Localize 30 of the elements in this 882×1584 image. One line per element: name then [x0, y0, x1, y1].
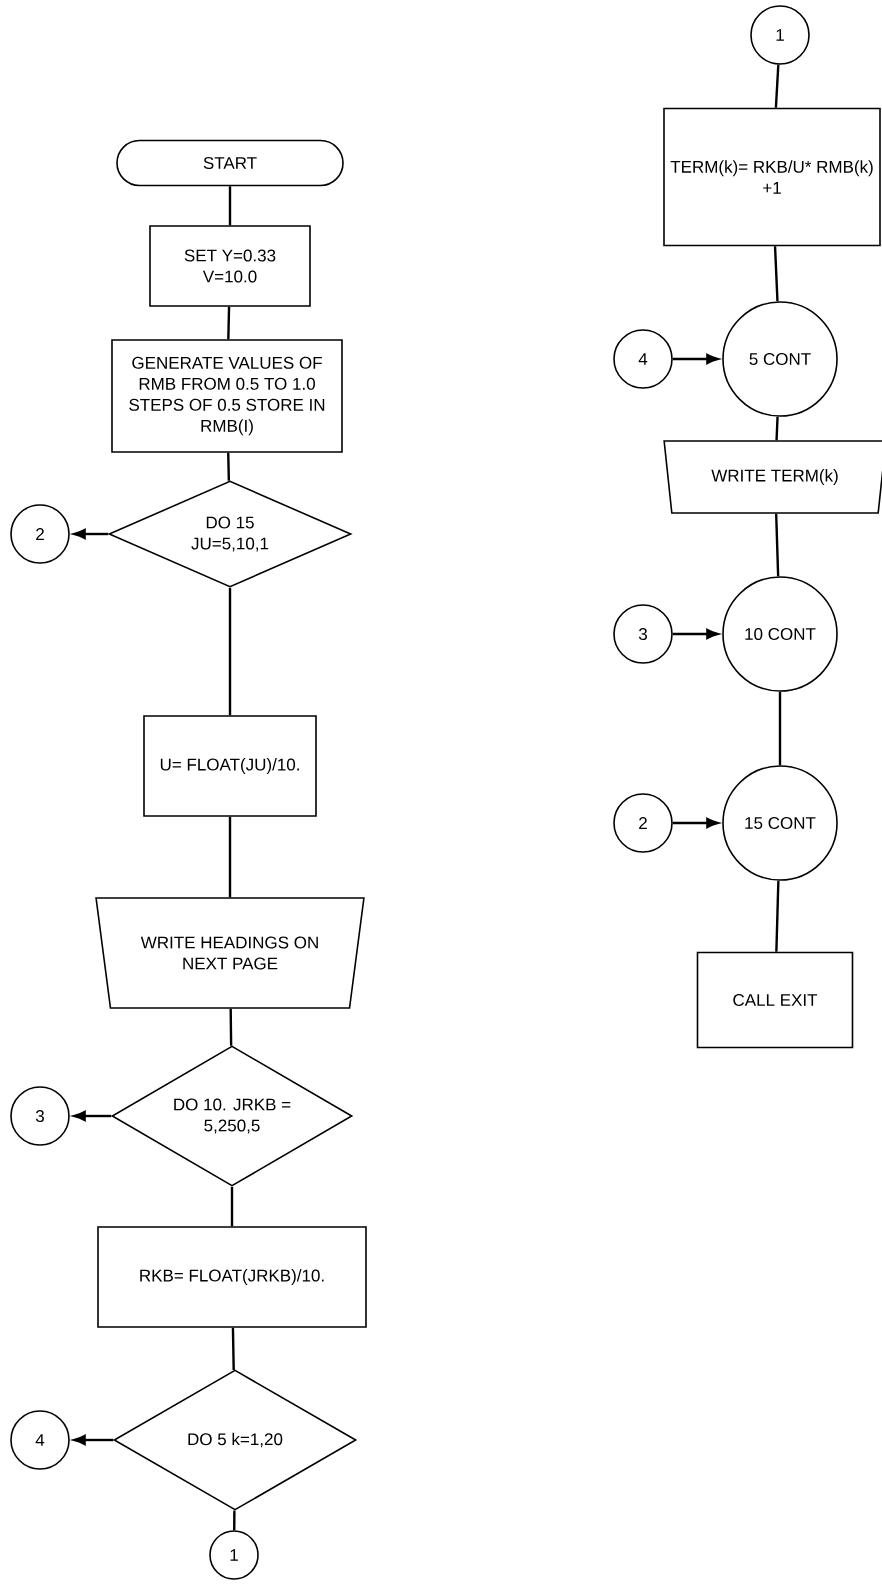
- arrow: [672, 817, 719, 829]
- flow-line: [228, 816, 232, 898]
- flow-line: [228, 587, 232, 716]
- flow-line: [228, 186, 232, 226]
- flow-line: [778, 691, 782, 766]
- process-box: TERM(k)= RKB/U* RMB(k) +1: [663, 107, 881, 247]
- flow-line: [233, 1510, 236, 1531]
- flow-line: [774, 64, 780, 108]
- flow-line: [774, 513, 780, 577]
- process-box: RKB= FLOAT(JRKB)/10.: [97, 1226, 367, 1328]
- arrow: [73, 1110, 112, 1122]
- flow-line: [775, 416, 779, 441]
- arrow: [672, 353, 719, 365]
- flow-line: [227, 306, 231, 340]
- process-box: GENERATE VALUES OF RMB FROM 0.5 TO 1.0 STEPS OF 0.5 STORE IN RMB(I): [111, 339, 343, 453]
- process-box: SET Y=0.33 V=10.0: [149, 225, 311, 307]
- process-box: CALL EXIT: [696, 951, 854, 1049]
- output-trapezoid: WRITE TERM(k): [663, 440, 882, 514]
- arrow: [73, 1434, 114, 1446]
- arrow: [672, 628, 719, 640]
- flow-line: [231, 1327, 235, 1370]
- flow-line: [230, 1186, 234, 1227]
- flow-line: [773, 246, 779, 302]
- output-trapezoid: WRITE HEADINGS ON NEXT PAGE: [95, 897, 365, 1009]
- flow-line: [227, 452, 231, 481]
- flow-line: [229, 1008, 233, 1046]
- flow-line: [775, 880, 780, 952]
- process-box: U= FLOAT(JU)/10.: [143, 715, 317, 817]
- terminal-box: START: [116, 139, 344, 187]
- arrow: [73, 528, 109, 540]
